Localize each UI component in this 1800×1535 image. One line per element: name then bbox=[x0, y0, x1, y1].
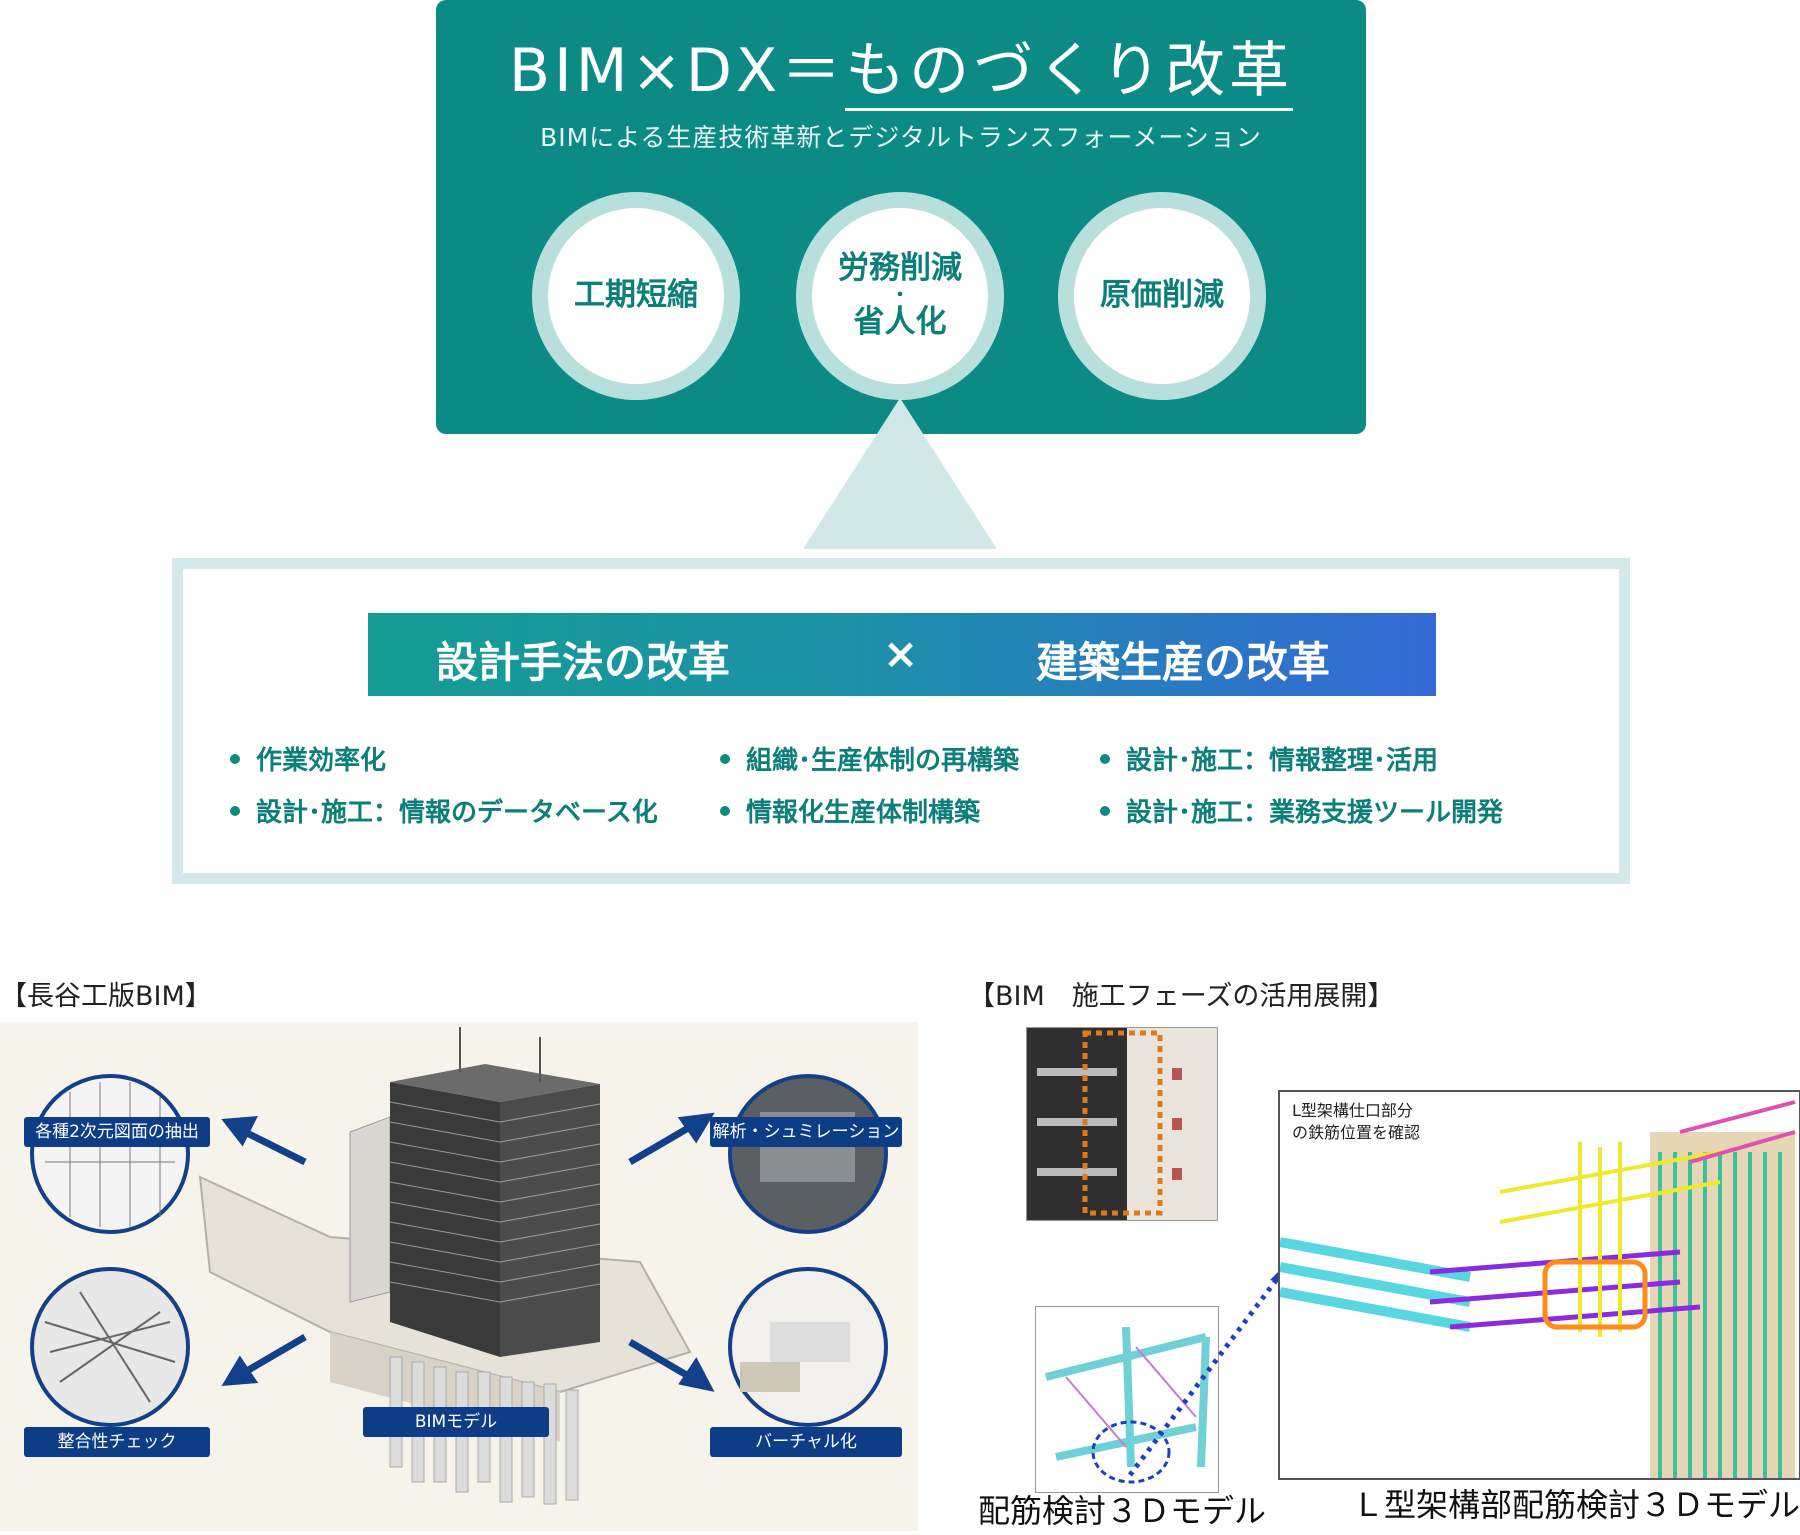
right-section-heading: 【BIM 施工フェーズの活用展開】 bbox=[968, 981, 1395, 1012]
bullet-dot-icon bbox=[720, 805, 730, 816]
bim-building-graphic bbox=[30, 1027, 888, 1505]
dotted-connector bbox=[1128, 1265, 1285, 1477]
l-frame-note: L型架構仕口部分 の鉄筋位置を確認 bbox=[1292, 1100, 1420, 1144]
label-bim-model: BIMモデル bbox=[363, 1407, 549, 1437]
l-frame-note-line1: L型架構仕口部分 bbox=[1292, 1101, 1413, 1120]
circle-center-line2: 省人化 bbox=[853, 304, 947, 340]
reform-production: 建築生産の改革 bbox=[1036, 638, 1331, 687]
top-panel: BIM×DX＝ものづくり改革 BIMによる生産技術革新とデジタルトランスフォーメ… bbox=[436, 0, 1366, 434]
bullet-dot-icon bbox=[1100, 805, 1110, 816]
bullet-item: 作業効率化 bbox=[230, 740, 386, 777]
circle-cost-reduction: 原価削減 bbox=[1058, 192, 1266, 400]
main-title: BIM×DX＝ものづくり改革 bbox=[436, 22, 1366, 111]
rebar-model-thumbnail bbox=[1035, 1306, 1219, 1493]
bullet-item: 組織･生産体制の再構築 bbox=[720, 740, 1019, 777]
main-title-left: BIM×DX＝ bbox=[508, 36, 846, 106]
l-frame-note-line2: の鉄筋位置を確認 bbox=[1292, 1123, 1421, 1142]
bullet-dot-icon bbox=[230, 753, 240, 764]
bullet-dot-icon bbox=[230, 805, 240, 816]
bullet-item: 設計･施工：情報整理･活用 bbox=[1100, 740, 1438, 777]
circle-left-label: 工期短縮 bbox=[574, 277, 698, 314]
subtitle: BIMによる生産技術革新とデジタルトランスフォーメーション bbox=[540, 123, 1262, 152]
reform-design: 設計手法の改革 bbox=[436, 638, 731, 687]
rebar-frame-graphic bbox=[1045, 1326, 1210, 1484]
bullet-dot-icon bbox=[1100, 753, 1110, 764]
bullet-item: 情報化生産体制構築 bbox=[720, 792, 980, 829]
reform-bar: 設計手法の改革 × 建築生産の改革 bbox=[368, 613, 1436, 696]
caption-rebar-model: 配筋検討３Ｄモデル bbox=[978, 1492, 1267, 1530]
left-section-heading: 【長谷工版BIM】 bbox=[0, 981, 212, 1012]
l-frame-rebar-model: L型架構仕口部分 の鉄筋位置を確認 bbox=[1278, 1090, 1800, 1480]
circle-schedule-reduction: 工期短縮 bbox=[532, 192, 740, 400]
bullet-dot-icon bbox=[720, 753, 730, 764]
circle-labor-reduction: 労務削減 ・ 省人化 bbox=[796, 192, 1004, 400]
label-2d-extraction: 各種2次元図面の抽出 bbox=[24, 1117, 210, 1147]
triangle-connector bbox=[803, 398, 997, 549]
caption-l-frame-model: Ｌ型架構部配筋検討３Ｄモデル bbox=[1352, 1486, 1800, 1524]
main-title-right: ものづくり改革 bbox=[845, 36, 1294, 111]
hasegawa-bim-illustration: 各種2次元図面の抽出 整合性チェック BIMモデル 解析・シュミレーション バー… bbox=[0, 1022, 918, 1531]
facade-thumbnail bbox=[1026, 1027, 1218, 1221]
circle-center-dot: ・ bbox=[891, 285, 909, 306]
bullet-item: 設計･施工：業務支援ツール開発 bbox=[1100, 792, 1503, 829]
label-consistency-check: 整合性チェック bbox=[24, 1427, 210, 1457]
label-virtualization: バーチャル化 bbox=[710, 1427, 902, 1457]
circle-center-line1: 労務削減 bbox=[838, 250, 962, 287]
facade-graphic bbox=[1027, 1028, 1217, 1220]
label-analysis-simulation: 解析・シュミレーション bbox=[710, 1117, 902, 1147]
circle-right-label: 原価削減 bbox=[1100, 277, 1224, 314]
reform-frame bbox=[172, 558, 1630, 884]
reform-times: × bbox=[883, 629, 919, 678]
bullet-item: 設計･施工：情報のデータベース化 bbox=[230, 792, 658, 829]
l-frame-rebar-graphic bbox=[1279, 1100, 1796, 1478]
